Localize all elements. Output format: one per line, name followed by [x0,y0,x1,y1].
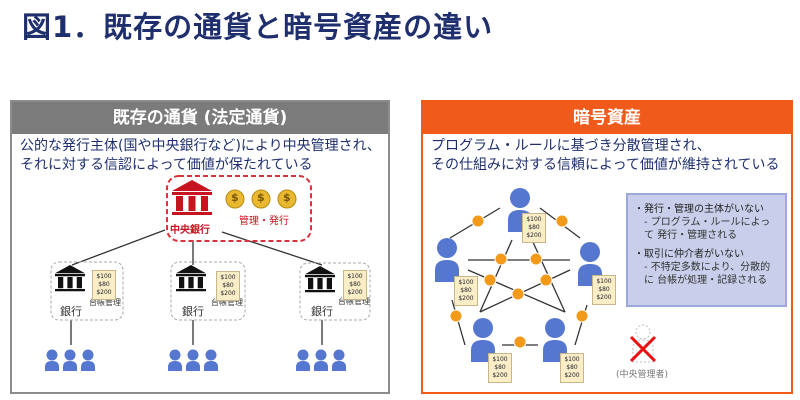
ledger-label: 台帳管理 [211,298,243,307]
ledger-label: 台帳管理 [89,298,121,307]
central-bank-box [166,175,312,242]
fiat-description: 公的な発行主体(国や中央銀行など)により中央管理され、 それに対する信認によって… [12,134,388,175]
crypto-panel-header: 暗号資産 [423,102,791,134]
crypto-desc-line: その仕組みに対する信頼によって価値が維持されている [431,157,780,173]
ledger-note: $100$80$200 [216,271,240,301]
central-bank-label: 中央銀行 [170,225,210,236]
crypto-asset-panel: 暗号資産 プログラム・ルールに基づき分散管理され、 その仕組みに対する信頼によっ… [421,100,793,394]
central-bank-icon [172,180,212,215]
bank-label: 銀行 [311,305,333,318]
crypto-features-box: ・発行・管理の主体がいない - プログラム・ルールによって 発行・管理される ・… [626,193,787,307]
fiat-desc-line: それに対する信認によって価値が保たれている [20,157,313,173]
cross-mark-icon [629,335,657,363]
crypto-desc-line: プログラム・ルールに基づき分散管理され、 [431,138,711,154]
ledger-label: 台帳管理 [338,297,370,306]
dollar-icon: $ [283,191,291,204]
absent-central-admin [629,324,657,363]
ledger-note: $100$80$200 [560,353,584,383]
bank-icon [176,265,206,292]
ledger-note: $100$80$200 [343,270,367,300]
bank-icon [305,266,335,293]
fiat-panel-header: 既存の通貨 (法定通貨) [12,102,388,134]
bank-boxes [50,261,371,321]
bitcoin-icons [449,214,589,349]
bank-label: 銀行 [182,305,204,318]
central-admin-label: (中央管理者) [616,370,669,380]
ledger-note: $100$80$200 [522,213,546,243]
dollar-icon: $ [257,191,265,204]
fiat-desc-line: 公的な発行主体(国や中央銀行など)により中央管理され、 [20,138,381,154]
central-role-label: 管理・発行 [239,216,289,227]
dollar-icon: $ [231,191,239,204]
bank-label: 銀行 [60,305,82,318]
feature-bullet: ・取引に仲介者がいない [634,249,744,260]
crypto-description: プログラム・ルールに基づき分散管理され、 その仕組みに対する信頼によって価値が維… [423,134,791,175]
ledger-note: $100$80$200 [454,276,478,306]
bank-icon [55,265,85,292]
ledger-note: $100$80$200 [592,275,616,305]
ledger-note: $100$80$200 [92,270,116,300]
feature-sub: - プログラム・ルールによって 発行・管理される [644,217,771,241]
feature-sub: - 不特定多数により、分散的に 台帳が処理・記録される [644,262,771,286]
hierarchy-lines [70,229,323,345]
ledger-note: $100$80$200 [488,353,512,383]
user-groups [45,349,346,371]
feature-bullet: ・発行・管理の主体がいない [634,204,764,215]
coin-icons [225,189,297,209]
page-title: 図1．既存の通貨と暗号資産の違い [22,10,494,44]
fiat-currency-panel: 既存の通貨 (法定通貨) 公的な発行主体(国や中央銀行など)により中央管理され、… [10,100,390,394]
